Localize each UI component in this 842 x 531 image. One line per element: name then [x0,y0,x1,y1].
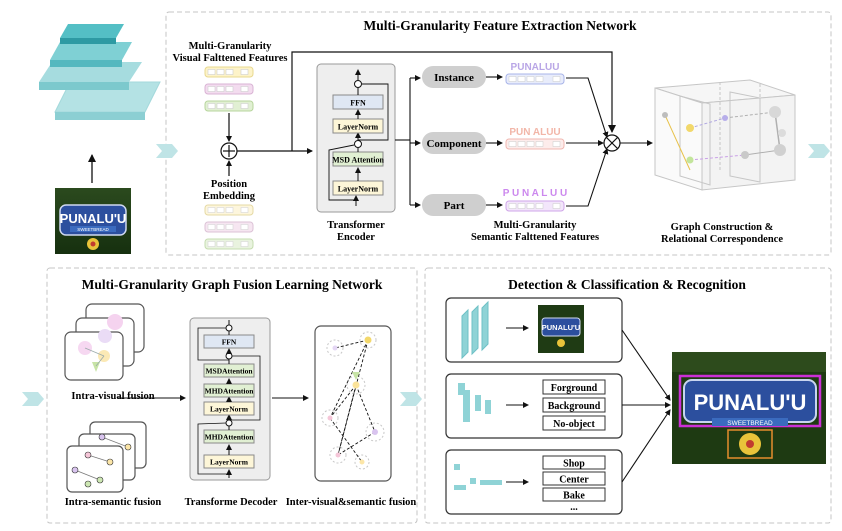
decoder-block-mhd-attention-2: MHDAttention [205,387,255,396]
detection-to-output [621,329,671,401]
recog-option-bake: Bake [563,491,585,502]
decoder-block-layernorm-1: LayerNorm [210,458,249,467]
multiply-circle-icon [603,134,621,152]
recog-option-center: Center [559,475,589,486]
class-option-no-object: No-object [553,419,595,430]
transformer-encoder: LayerNorm MSD Attention LayerNorm FFN [316,63,396,213]
recognition-to-output [621,409,671,483]
detection-panel [424,267,832,524]
sign-main-text: PUNALU'U [60,211,127,226]
semantic-strip-cells [508,76,561,209]
intra-semantic-label: Intra-semantic fusion [65,497,162,508]
encoder-label-1: Transformer [327,220,385,231]
transformer-decoder: LayerNorm MHDAttention LayerNorm MHDAtte… [189,317,271,481]
top-panel-title: Multi-Granularity Feature Extraction Net… [363,18,637,33]
left-chevron-top [156,144,178,158]
inter-fusion-graph [314,325,392,482]
input-sign-image: PUNALU'U SWEETBREAD [55,188,131,254]
graph-label-2: Relational Correspondence [661,234,783,245]
recog-option-shop: Shop [563,459,585,470]
decoder-label: Transforme Decoder [185,497,278,508]
intra-visual-graph-cards [64,303,145,381]
feature-extraction-panel [165,11,832,256]
part-to-multiply [566,148,609,207]
skip-connection-line [291,51,616,151]
component-branch-label: Component [426,138,481,150]
decoder-block-mhd-attention-1: MHDAttention [205,433,255,442]
inter-fusion-label: Inter-visual&semantic fusion [286,497,417,508]
recognition-box: Shop Center Bake ... [445,449,623,515]
detection-box: PUNALU'U [445,297,623,363]
part-branch-label: Part [444,200,465,212]
fusion-panel-title: Multi-Granularity Graph Fusion Learning … [82,277,383,292]
right-chevron-top [808,144,830,158]
semantic-features-label-1: Multi-Granularity [494,220,578,231]
feature-pyramid-stack [39,24,161,120]
position-embedding-strips [204,204,254,250]
output-sign-sub: SWEETBREAD [727,420,773,427]
output-sign-image: PUNALU'U SWEETBREAD [672,352,826,464]
graph-fusion-panel [46,267,418,524]
mid-chevron-bottom [400,392,422,406]
encoder-block-layernorm-1: LayerNorm [338,185,379,194]
decoder-block-msd-attention: MSDAttention [205,367,253,376]
recog-option-more: ... [570,502,578,513]
left-chevron-bottom [22,392,44,406]
encoder-block-msd-attention: MSD Attention [332,156,384,165]
instance-text-sample: PUNALUU [511,62,560,73]
detection-sign-text: PUNALU'U [542,323,580,332]
graph-construction-cube [654,79,796,191]
intra-semantic-graph-cards [66,421,147,493]
component-branch [422,132,486,154]
encoder-block-layernorm-2: LayerNorm [338,123,379,132]
encoder-block-ffn: FFN [350,99,366,108]
class-option-background: Background [548,401,601,412]
decoder-block-ffn: FFN [222,338,237,347]
position-embedding-label-2: Embedding [203,191,256,202]
instance-to-multiply [566,77,609,138]
classification-box: Forground Background No-object [445,373,623,439]
encoder-label-2: Encoder [337,232,375,243]
output-sign-text: PUNALU'U [694,390,807,415]
part-branch [422,194,486,216]
intra-visual-label: Intra-visual fusion [71,391,154,402]
graph-nodes [662,106,786,171]
component-text-sample: PUN ALUU [509,127,560,138]
plus-circle-icon [220,142,238,160]
visual-features-label-1: Multi-Granularity [189,41,273,52]
graph-label-1: Graph Construction & [671,222,774,233]
position-embedding-label-1: Position [211,179,247,190]
class-option-forground: Forground [551,383,598,394]
instance-branch [422,66,486,88]
part-text-sample: P U N A L U U [503,188,567,199]
semantic-features-label-2: Semantic Falttened Features [471,232,599,243]
detection-panel-title: Detection & Classification & Recognition [508,277,746,292]
decoder-block-layernorm-2: LayerNorm [210,405,249,414]
visual-features-label-2: Visual Falttened Features [173,53,288,64]
sign-sub-text: SWEETBREAD [77,227,109,232]
instance-branch-label: Instance [434,72,474,84]
visual-feature-strips [204,66,254,112]
